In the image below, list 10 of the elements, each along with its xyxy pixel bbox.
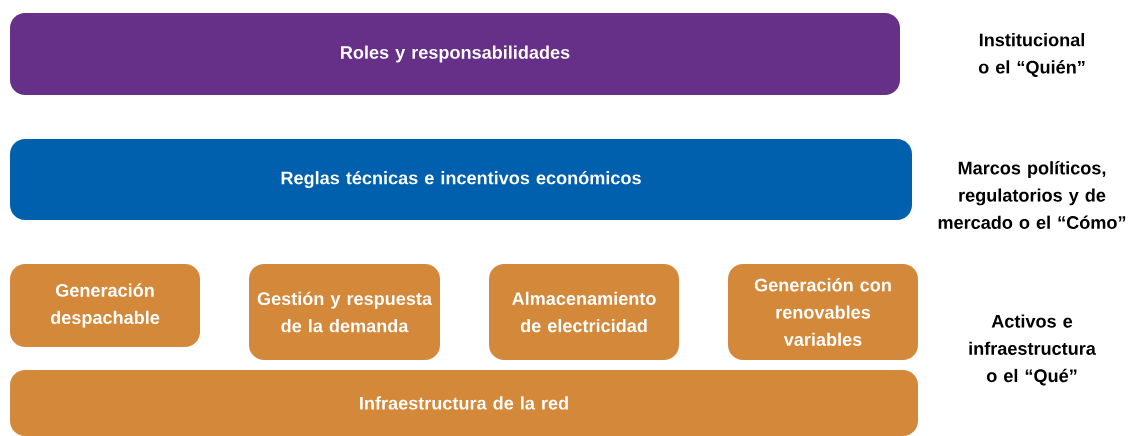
process-box: Infraestructura de la red — [10, 370, 918, 436]
process-box: Reglas técnicas e incentivos económicos — [10, 139, 912, 220]
process-box: Generación despachable — [10, 264, 200, 347]
process-box: Almacenamiento de electricidad — [489, 264, 679, 360]
process-box: Roles y responsabilidades — [10, 13, 900, 95]
process-box: Generación con renovables variables — [728, 264, 918, 360]
row-label: Institucional o el “Quién” — [978, 33, 1085, 77]
process-box: Gestión y respuesta de la demanda — [249, 264, 440, 360]
row-label: Marcos políticos, regulatorios y de mercado o el “Cómo” — [938, 161, 1126, 229]
row-label: Activos e infraestructura o el “Qué” — [969, 314, 1096, 386]
